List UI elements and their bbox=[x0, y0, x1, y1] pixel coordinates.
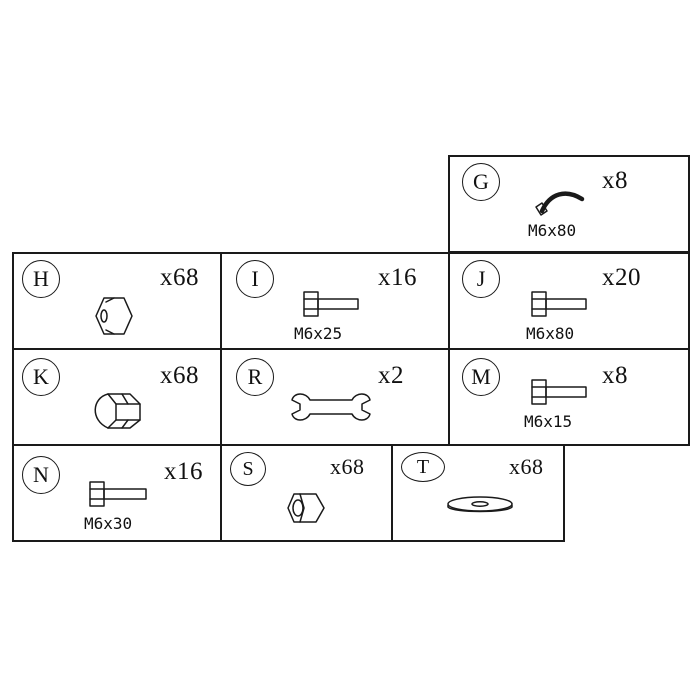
part-size-label: M6x25 bbox=[294, 324, 343, 343]
part-quantity: x2 bbox=[378, 362, 404, 389]
hex-nut-icon bbox=[287, 493, 325, 523]
part-letter-badge: T bbox=[401, 452, 445, 482]
part-size-label: M6x30 bbox=[84, 514, 133, 533]
hex-nut-icon bbox=[95, 297, 133, 335]
part-quantity: x16 bbox=[164, 458, 203, 485]
part-cell-j: J x20 M6x80 bbox=[448, 252, 690, 350]
part-letter-badge: G bbox=[462, 163, 500, 201]
part-cell-k: K x68 bbox=[12, 348, 222, 446]
part-quantity: x68 bbox=[330, 454, 365, 479]
part-letter-badge: R bbox=[236, 358, 274, 396]
part-quantity: x20 bbox=[602, 264, 641, 291]
part-letter-badge: I bbox=[236, 260, 274, 298]
part-letter-badge: M bbox=[462, 358, 500, 396]
cap-nut-icon bbox=[94, 393, 141, 429]
part-quantity: x16 bbox=[378, 264, 417, 291]
part-cell-t: T x68 bbox=[391, 444, 565, 542]
hex-bolt-icon bbox=[303, 291, 359, 317]
part-cell-s: S x68 bbox=[220, 444, 393, 542]
hex-bolt-icon bbox=[531, 379, 587, 405]
part-size-label: M6x80 bbox=[528, 221, 577, 240]
part-cell-n: N x16 M6x30 bbox=[12, 444, 222, 542]
part-size-label: M6x15 bbox=[524, 412, 573, 431]
part-quantity: x68 bbox=[160, 264, 199, 291]
wrench-icon bbox=[291, 393, 371, 421]
part-cell-g: G x8 M6x80 bbox=[448, 155, 690, 253]
part-letter-badge: H bbox=[22, 260, 60, 298]
part-letter-badge: K bbox=[22, 358, 60, 396]
part-cell-i: I x16 M6x25 bbox=[220, 252, 450, 350]
washer-icon bbox=[447, 496, 513, 513]
part-quantity: x68 bbox=[509, 454, 544, 479]
part-quantity: x68 bbox=[160, 362, 199, 389]
part-quantity: x8 bbox=[602, 362, 628, 389]
part-cell-m: M x8 M6x15 bbox=[448, 348, 690, 446]
hex-bolt-icon bbox=[89, 481, 147, 507]
bent-bolt-icon bbox=[535, 191, 585, 216]
part-quantity: x8 bbox=[602, 167, 628, 194]
part-size-label: M6x80 bbox=[526, 324, 575, 343]
part-letter-badge: N bbox=[22, 456, 60, 494]
part-letter-badge: J bbox=[462, 260, 500, 298]
part-cell-r: R x2 bbox=[220, 348, 450, 446]
part-letter-badge: S bbox=[230, 452, 266, 486]
hex-bolt-icon bbox=[531, 291, 587, 317]
part-cell-h: H x68 bbox=[12, 252, 222, 350]
